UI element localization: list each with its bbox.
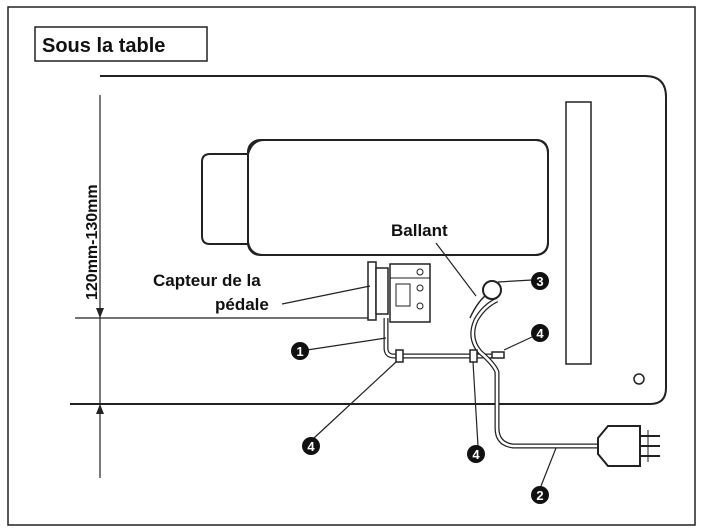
mounting-hole	[633, 373, 645, 385]
cable-clip-2	[469, 349, 478, 363]
callout-4-middle: 4	[467, 445, 485, 463]
callout-leaders	[306, 279, 557, 487]
svg-text:3: 3	[536, 274, 543, 289]
cable-clip-1	[395, 349, 404, 363]
dimension-arrow-bottom	[96, 404, 104, 414]
callout-1: 1	[291, 342, 309, 360]
svg-text:2: 2	[536, 488, 543, 503]
callout-3: 3	[531, 272, 549, 290]
side-rail	[565, 101, 592, 365]
cable-clip-3	[491, 351, 505, 359]
cable-holder	[482, 280, 502, 300]
svg-text:1: 1	[296, 344, 303, 359]
svg-text:4: 4	[472, 447, 480, 462]
title-text: Sous la table	[42, 35, 165, 57]
connector-plug	[597, 425, 660, 467]
title-box	[34, 26, 208, 62]
sensor-leader	[281, 285, 371, 305]
table-outline	[70, 75, 667, 405]
sensor-cable	[383, 291, 598, 449]
callout-4-left: 4	[302, 437, 320, 455]
svg-text:4: 4	[536, 326, 544, 341]
machine-cutout	[201, 139, 549, 256]
callout-4-right: 4	[531, 324, 549, 342]
callout-2: 2	[531, 486, 549, 504]
dimension-arrow-top	[96, 308, 104, 318]
ballant-leader	[435, 242, 477, 297]
svg-text:4: 4	[307, 439, 315, 454]
ballant-label: Ballant	[391, 221, 448, 240]
sensor-label-line1: Capteur de la	[153, 271, 261, 290]
pedal-sensor	[367, 261, 431, 323]
sensor-label-line2: pédale	[215, 295, 269, 314]
dimension-label: 120mm-130mm	[84, 184, 101, 300]
